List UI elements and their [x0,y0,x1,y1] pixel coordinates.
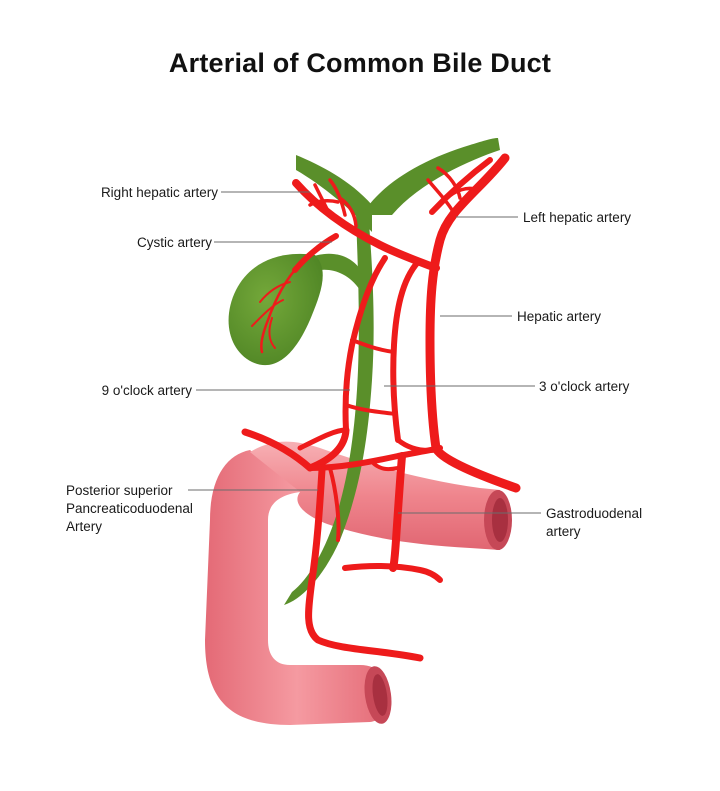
hepatic-artery [430,158,516,488]
label-right-hepatic-artery: Right hepatic artery [101,185,218,200]
label-three-oclock-artery: 3 o'clock artery [539,379,630,394]
duodenum [205,442,512,726]
label-left-hepatic-artery: Left hepatic artery [523,210,631,225]
label-psp-line3: Artery [66,519,102,534]
arteries [245,158,516,658]
left-hepatic-duct [362,138,500,215]
label-cystic-artery: Cystic artery [137,235,212,250]
label-hepatic-artery: Hepatic artery [517,309,601,324]
label-psp-line1: Posterior superior [66,483,173,498]
label-gastroduodenal-line1: Gastroduodenal [546,506,642,521]
label-gastroduodenal-line2: artery [546,524,581,539]
label-nine-oclock-artery: 9 o'clock artery [102,383,193,398]
label-psp-line2: Pancreaticoduodenal [66,501,193,516]
